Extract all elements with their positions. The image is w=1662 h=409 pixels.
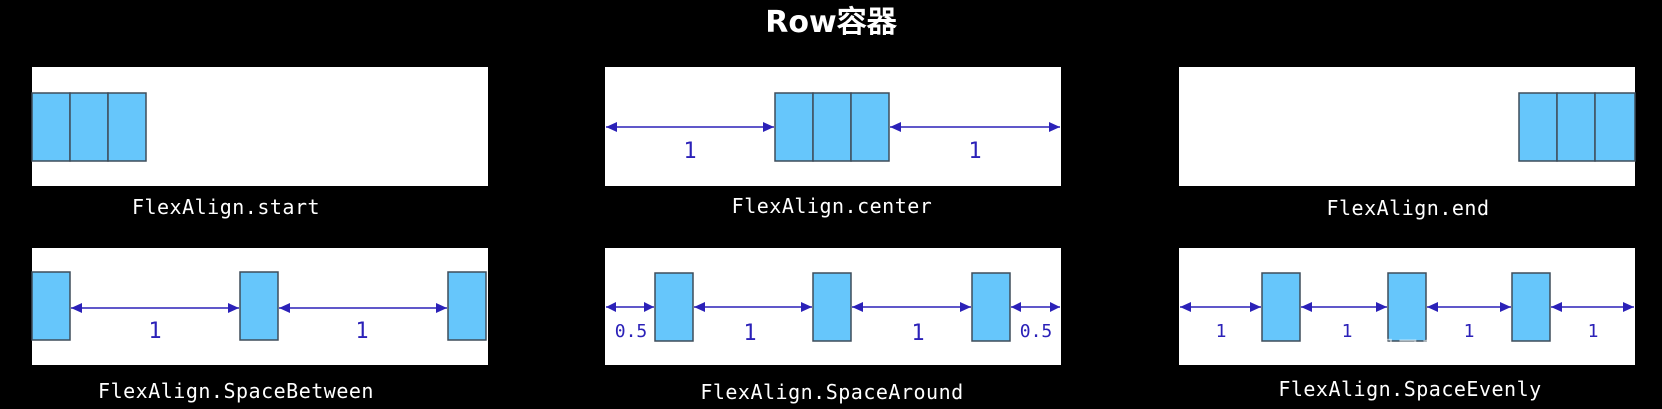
gap-label: 1 bbox=[1588, 321, 1599, 342]
gap-label: 1 bbox=[743, 321, 756, 346]
item-box-3 bbox=[850, 92, 890, 162]
gap-label: 1 bbox=[148, 319, 161, 344]
item-box-3 bbox=[1594, 92, 1636, 162]
gap-arrow bbox=[1301, 302, 1387, 312]
item-box-2 bbox=[1556, 92, 1596, 162]
item-box-1 bbox=[774, 92, 814, 162]
panel-caption: FlexAlign.SpaceBetween bbox=[98, 379, 374, 403]
gap-label: 1 bbox=[911, 321, 924, 346]
item-box-2 bbox=[812, 272, 852, 342]
panel-caption: FlexAlign.SpaceEvenly bbox=[1278, 377, 1541, 401]
item-box-3 bbox=[107, 92, 147, 162]
gap-label: 1 bbox=[1216, 321, 1227, 342]
item-box-3 bbox=[1511, 272, 1551, 342]
panel-caption: FlexAlign.start bbox=[132, 195, 320, 219]
gap-arrow bbox=[1180, 302, 1261, 312]
panel-space-between: 1 1 FlexAlign.SpaceBetween bbox=[31, 248, 488, 403]
gap-label: 1 bbox=[1464, 321, 1475, 342]
gap-arrow bbox=[852, 302, 971, 312]
page-title: Row容器 bbox=[765, 5, 897, 40]
gap-arrow bbox=[606, 302, 654, 312]
item-box-3 bbox=[447, 271, 487, 341]
item-box-1 bbox=[31, 271, 71, 341]
gap-label: 1 bbox=[1342, 321, 1353, 342]
gap-arrow bbox=[71, 303, 239, 313]
item-box-2 bbox=[812, 92, 852, 162]
panel-center: 1 1 FlexAlign.center bbox=[605, 67, 1061, 218]
gap-label: 0.5 bbox=[615, 321, 648, 342]
gap-label: 1 bbox=[355, 319, 368, 344]
panel-caption: FlexAlign.center bbox=[732, 194, 933, 218]
item-box-2 bbox=[239, 271, 279, 341]
panel-space-around: 0.5 1 1 0.5 FlexAlign.SpaceAround bbox=[605, 248, 1061, 404]
item-box-2 bbox=[1387, 272, 1427, 342]
item-box-1 bbox=[654, 272, 694, 342]
gap-arrow bbox=[1011, 302, 1060, 312]
panel-end: FlexAlign.end bbox=[1179, 67, 1636, 220]
panel-caption: FlexAlign.end bbox=[1326, 196, 1489, 220]
panel-start: FlexAlign.start bbox=[31, 67, 488, 219]
gap-label: 1 bbox=[968, 139, 981, 164]
gap-label: 0.5 bbox=[1020, 321, 1053, 342]
panel-caption: FlexAlign.SpaceAround bbox=[700, 380, 963, 404]
item-box-1 bbox=[31, 92, 71, 162]
gap-arrow bbox=[1427, 302, 1511, 312]
item-box-2 bbox=[69, 92, 109, 162]
watermark-text: 黑马程序员 bbox=[1370, 337, 1500, 367]
gap-arrow bbox=[694, 302, 812, 312]
gap-arrow bbox=[1551, 302, 1634, 312]
gap-arrow bbox=[606, 122, 774, 132]
gap-arrow bbox=[279, 303, 447, 313]
item-box-3 bbox=[971, 272, 1011, 342]
gap-arrow bbox=[890, 122, 1060, 132]
item-box-1 bbox=[1518, 92, 1558, 162]
panel-space-evenly: 1 1 1 1 FlexAlign.SpaceEvenly bbox=[1179, 248, 1635, 401]
gap-label: 1 bbox=[683, 139, 696, 164]
item-box-1 bbox=[1261, 272, 1301, 342]
